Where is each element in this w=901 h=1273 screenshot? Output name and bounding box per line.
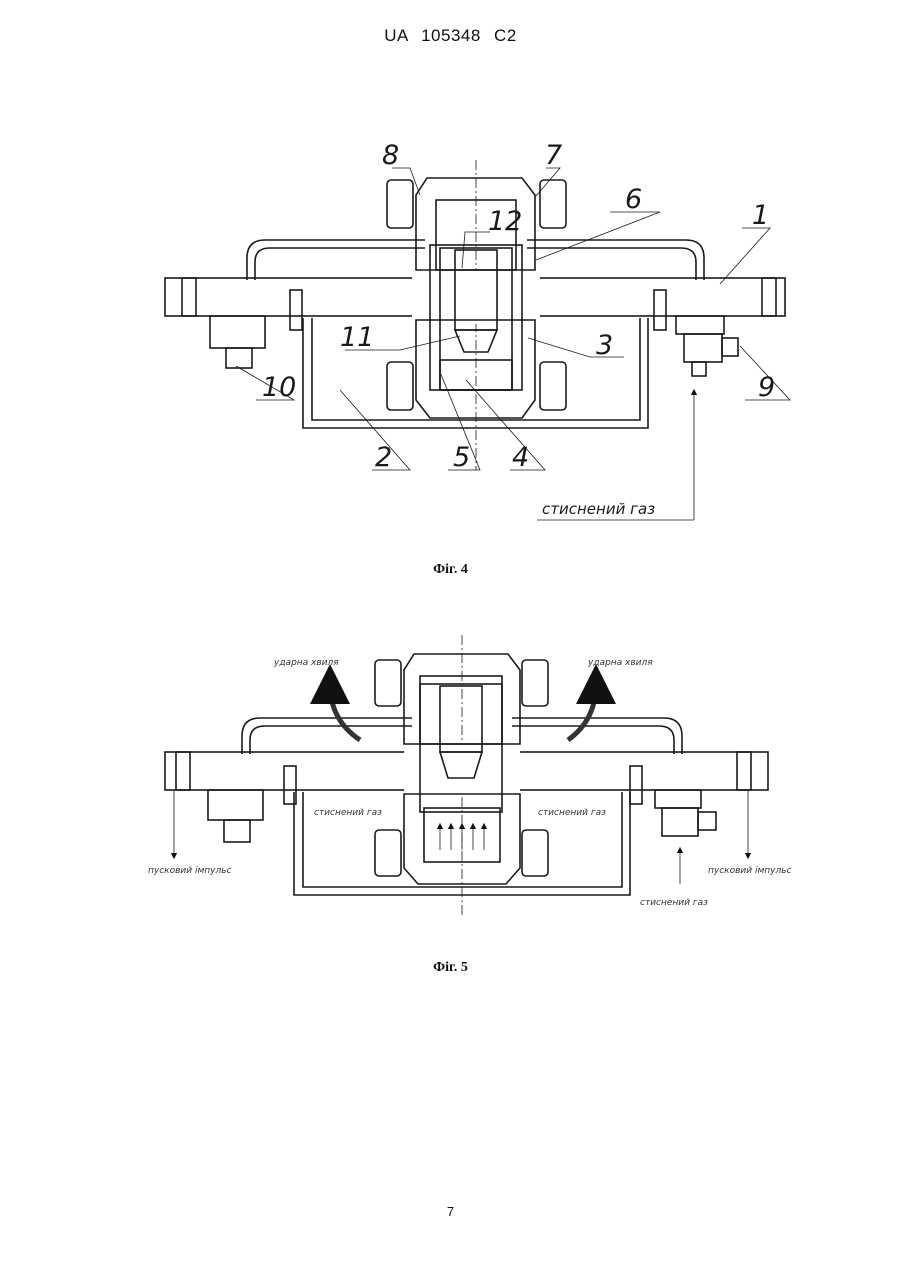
start-pulse-label-right: пусковий імпульс bbox=[708, 866, 792, 876]
page-number: 7 bbox=[0, 1204, 901, 1219]
compressed-gas-label-right: стиснений газ bbox=[538, 808, 606, 818]
figure-4-caption: Фіг. 4 bbox=[0, 562, 901, 578]
figure-5-drawing bbox=[165, 635, 768, 915]
callout-12: 12 bbox=[488, 206, 522, 237]
callout-3: 3 bbox=[596, 330, 613, 361]
start-pulse-label-left: пусковий імпульс bbox=[148, 866, 232, 876]
shock-wave-label-left: ударна хвиля bbox=[273, 658, 339, 668]
callout-8: 8 bbox=[382, 140, 399, 171]
compressed-gas-label: стиснений газ bbox=[542, 500, 655, 518]
callout-9: 9 bbox=[758, 372, 775, 403]
callout-11: 11 bbox=[340, 322, 374, 353]
figure-5-caption: Фіг. 5 bbox=[0, 960, 901, 976]
callout-6: 6 bbox=[625, 184, 642, 215]
figure-4-drawing bbox=[165, 160, 790, 520]
callout-2: 2 bbox=[375, 442, 392, 473]
compressed-gas-label-bottom: стиснений газ bbox=[640, 898, 708, 908]
callout-4: 4 bbox=[512, 442, 529, 473]
callout-1: 1 bbox=[752, 200, 769, 231]
callout-7: 7 bbox=[545, 140, 562, 171]
callout-5: 5 bbox=[453, 442, 470, 473]
callout-10: 10 bbox=[262, 372, 296, 403]
shock-wave-label-right: ударна хвиля bbox=[587, 658, 653, 668]
compressed-gas-label-left: стиснений газ bbox=[314, 808, 382, 818]
